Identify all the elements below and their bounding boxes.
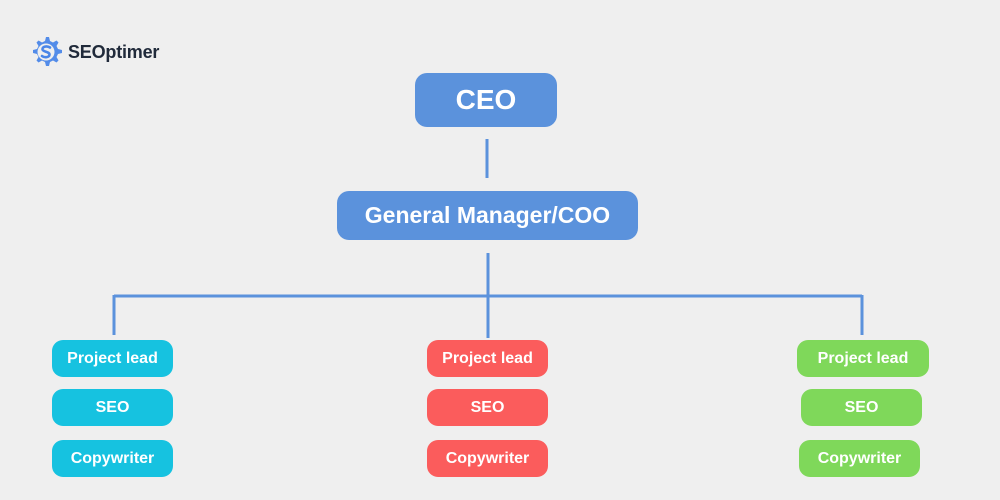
team-1-copywriter: Copywriter — [52, 440, 173, 477]
team-2-seo: SEO — [427, 389, 548, 426]
team-1-seo: SEO — [52, 389, 173, 426]
team-2-copywriter: Copywriter — [427, 440, 548, 477]
brand-name: SEOptimer — [68, 41, 160, 62]
team-2-project-lead: Project lead — [427, 340, 548, 377]
team-1-project-lead: Project lead — [52, 340, 173, 377]
ceo-node: CEO — [415, 73, 557, 127]
gear-s-icon — [33, 37, 62, 66]
team-3-copywriter: Copywriter — [799, 440, 920, 477]
brand-logo: SEOptimer — [28, 34, 159, 70]
team-3-seo: SEO — [801, 389, 922, 426]
general-manager-node: General Manager/COO — [337, 191, 638, 240]
team-3-project-lead: Project lead — [797, 340, 929, 377]
